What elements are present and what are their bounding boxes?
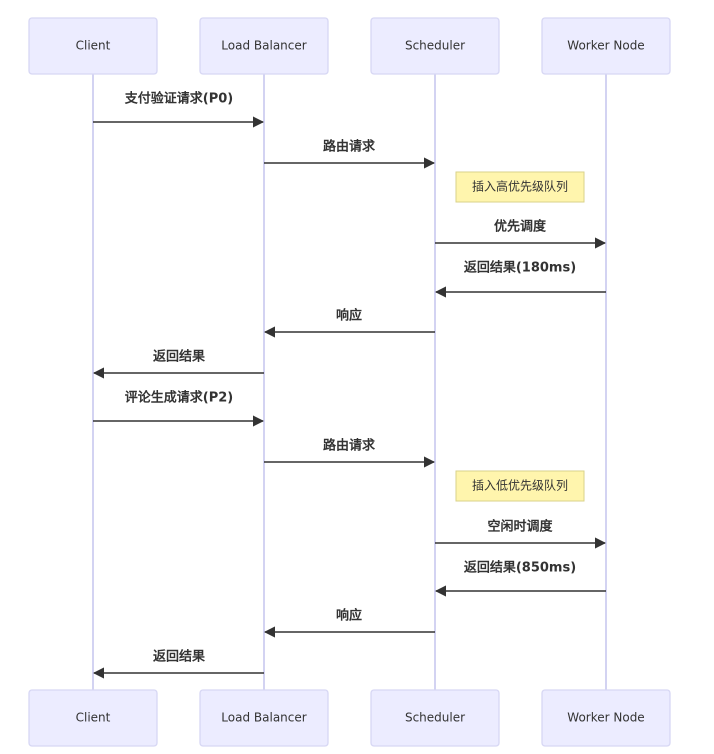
message-2: 路由请求	[264, 139, 436, 169]
message-9: 空闲时调度	[435, 519, 607, 549]
message-1: 支付验证请求(P0)	[93, 91, 265, 128]
message-10: 返回结果(850ms)	[434, 560, 606, 597]
participant-label: Load Balancer	[221, 39, 306, 53]
note-label: 插入低优先级队列	[472, 478, 568, 493]
participant-label: Scheduler	[405, 711, 465, 725]
participant-client-bottom: Client	[28, 689, 158, 747]
participant-label: Worker Node	[567, 39, 644, 53]
message-label: 响应	[336, 608, 362, 624]
note-label: 插入高优先级队列	[472, 179, 568, 194]
participant-label: Client	[76, 711, 111, 725]
message-label: 支付验证请求(P0)	[124, 91, 233, 107]
message-label: 返回结果	[153, 649, 205, 665]
message-label: 优先调度	[494, 219, 547, 235]
participant-label: Load Balancer	[221, 711, 306, 725]
participant-scheduler-top: Scheduler	[370, 17, 500, 75]
message-7: 评论生成请求(P2)	[93, 390, 265, 427]
message-label: 返回结果	[153, 349, 205, 365]
participant-worker-node-top: Worker Node	[541, 17, 671, 75]
lifelines	[92, 74, 607, 690]
message-3: 优先调度	[435, 219, 607, 249]
participant-label: Worker Node	[567, 711, 644, 725]
bottom-participants: Client Load Balancer Scheduler Worker No…	[28, 689, 671, 747]
message-label: 返回结果(180ms)	[464, 260, 576, 276]
message-8: 路由请求	[264, 438, 436, 468]
notes: 插入高优先级队列 插入低优先级队列	[455, 171, 585, 502]
message-4: 返回结果(180ms)	[434, 260, 606, 298]
message-label: 响应	[336, 308, 362, 324]
message-label: 路由请求	[323, 139, 376, 155]
message-label: 空闲时调度	[487, 519, 553, 535]
message-5: 响应	[263, 308, 435, 338]
message-label: 返回结果(850ms)	[464, 560, 576, 576]
participant-client-top: Client	[28, 17, 158, 75]
participant-worker-node-bottom: Worker Node	[541, 689, 671, 747]
participant-label: Scheduler	[405, 39, 465, 53]
message-label: 路由请求	[323, 438, 376, 454]
participant-scheduler-bottom: Scheduler	[370, 689, 500, 747]
messages: 支付验证请求(P0) 路由请求 优先调度 返回结果(180ms) 响应 返回结果	[92, 91, 607, 679]
participant-load-balancer-top: Load Balancer	[199, 17, 329, 75]
message-6: 返回结果	[92, 349, 264, 379]
message-label: 评论生成请求(P2)	[125, 390, 233, 406]
note-high-priority: 插入高优先级队列	[455, 171, 585, 203]
top-participants: Client Load Balancer Scheduler Worker No…	[28, 17, 671, 75]
message-12: 返回结果	[92, 649, 264, 679]
participant-load-balancer-bottom: Load Balancer	[199, 689, 329, 747]
note-low-priority: 插入低优先级队列	[455, 470, 585, 502]
participant-label: Client	[76, 39, 111, 53]
message-11: 响应	[263, 608, 435, 638]
